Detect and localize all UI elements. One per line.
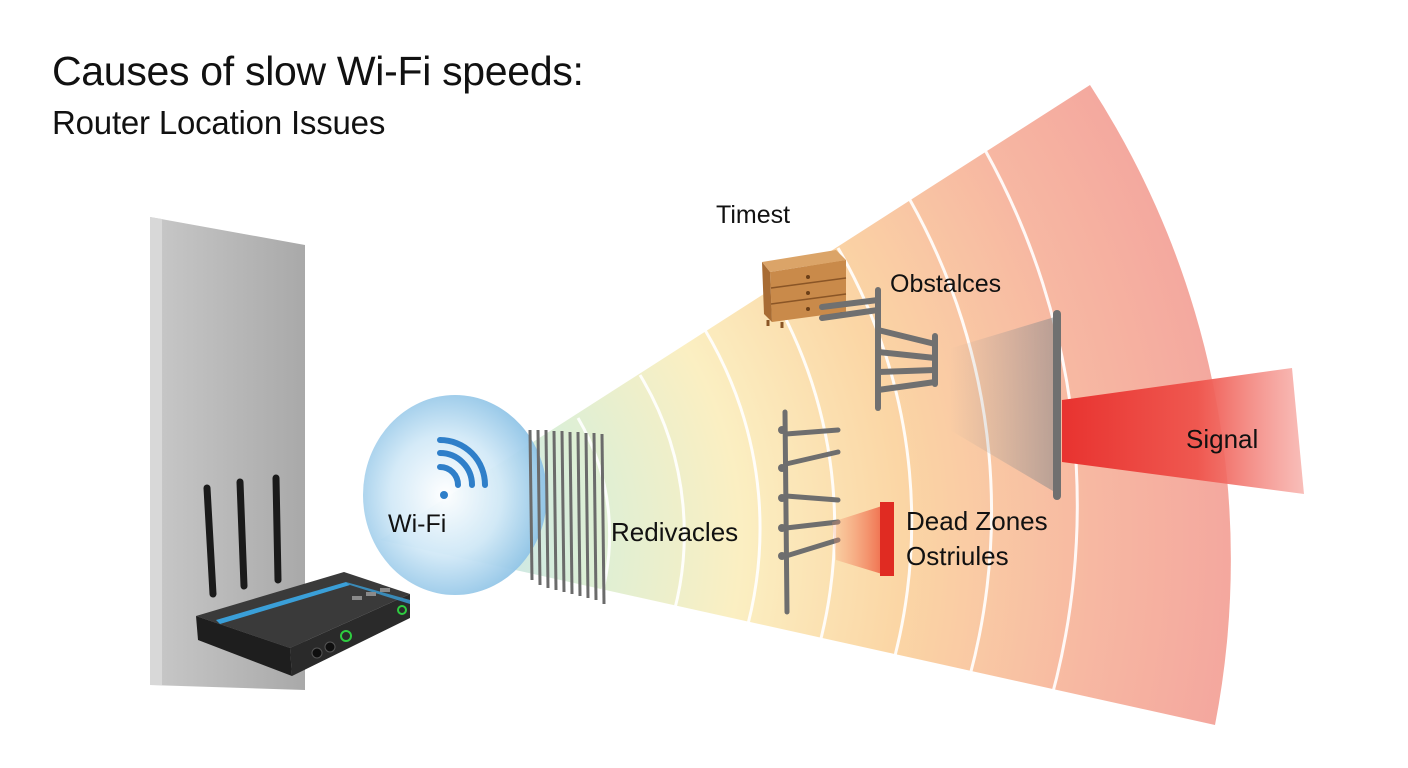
- signal-cone: [380, 85, 1231, 725]
- page-title: Causes of slow Wi-Fi speeds:: [52, 48, 584, 94]
- wifi-icon: [437, 437, 488, 499]
- cabinet-label: Timest: [716, 201, 790, 229]
- wall-edge: [150, 217, 162, 685]
- router-icon: [196, 474, 410, 676]
- dead-zone-block: [880, 502, 894, 576]
- page-subtitle: Router Location Issues: [52, 104, 386, 141]
- radiators-label: Redivacles: [611, 517, 738, 547]
- bracket-obstacle: [819, 287, 938, 411]
- wifi-label: Wi-Fi: [388, 510, 446, 538]
- radiator-fins: [528, 429, 606, 605]
- dead-zones-sublabel: Ostriules: [906, 541, 1009, 571]
- dead-zone-beam: [832, 506, 882, 574]
- obstacle-shadow: [945, 316, 1058, 494]
- signal-label: Signal: [1186, 424, 1258, 454]
- wall: [150, 217, 305, 690]
- coat-rack-obstacle: [782, 409, 841, 615]
- wifi-bubble: [363, 395, 547, 595]
- signal-beam: [1062, 368, 1304, 494]
- obstacles-label: Obstalces: [890, 270, 1001, 298]
- coat-rack-knobs: [778, 426, 786, 560]
- dead-zones-label: Dead Zones: [906, 506, 1048, 536]
